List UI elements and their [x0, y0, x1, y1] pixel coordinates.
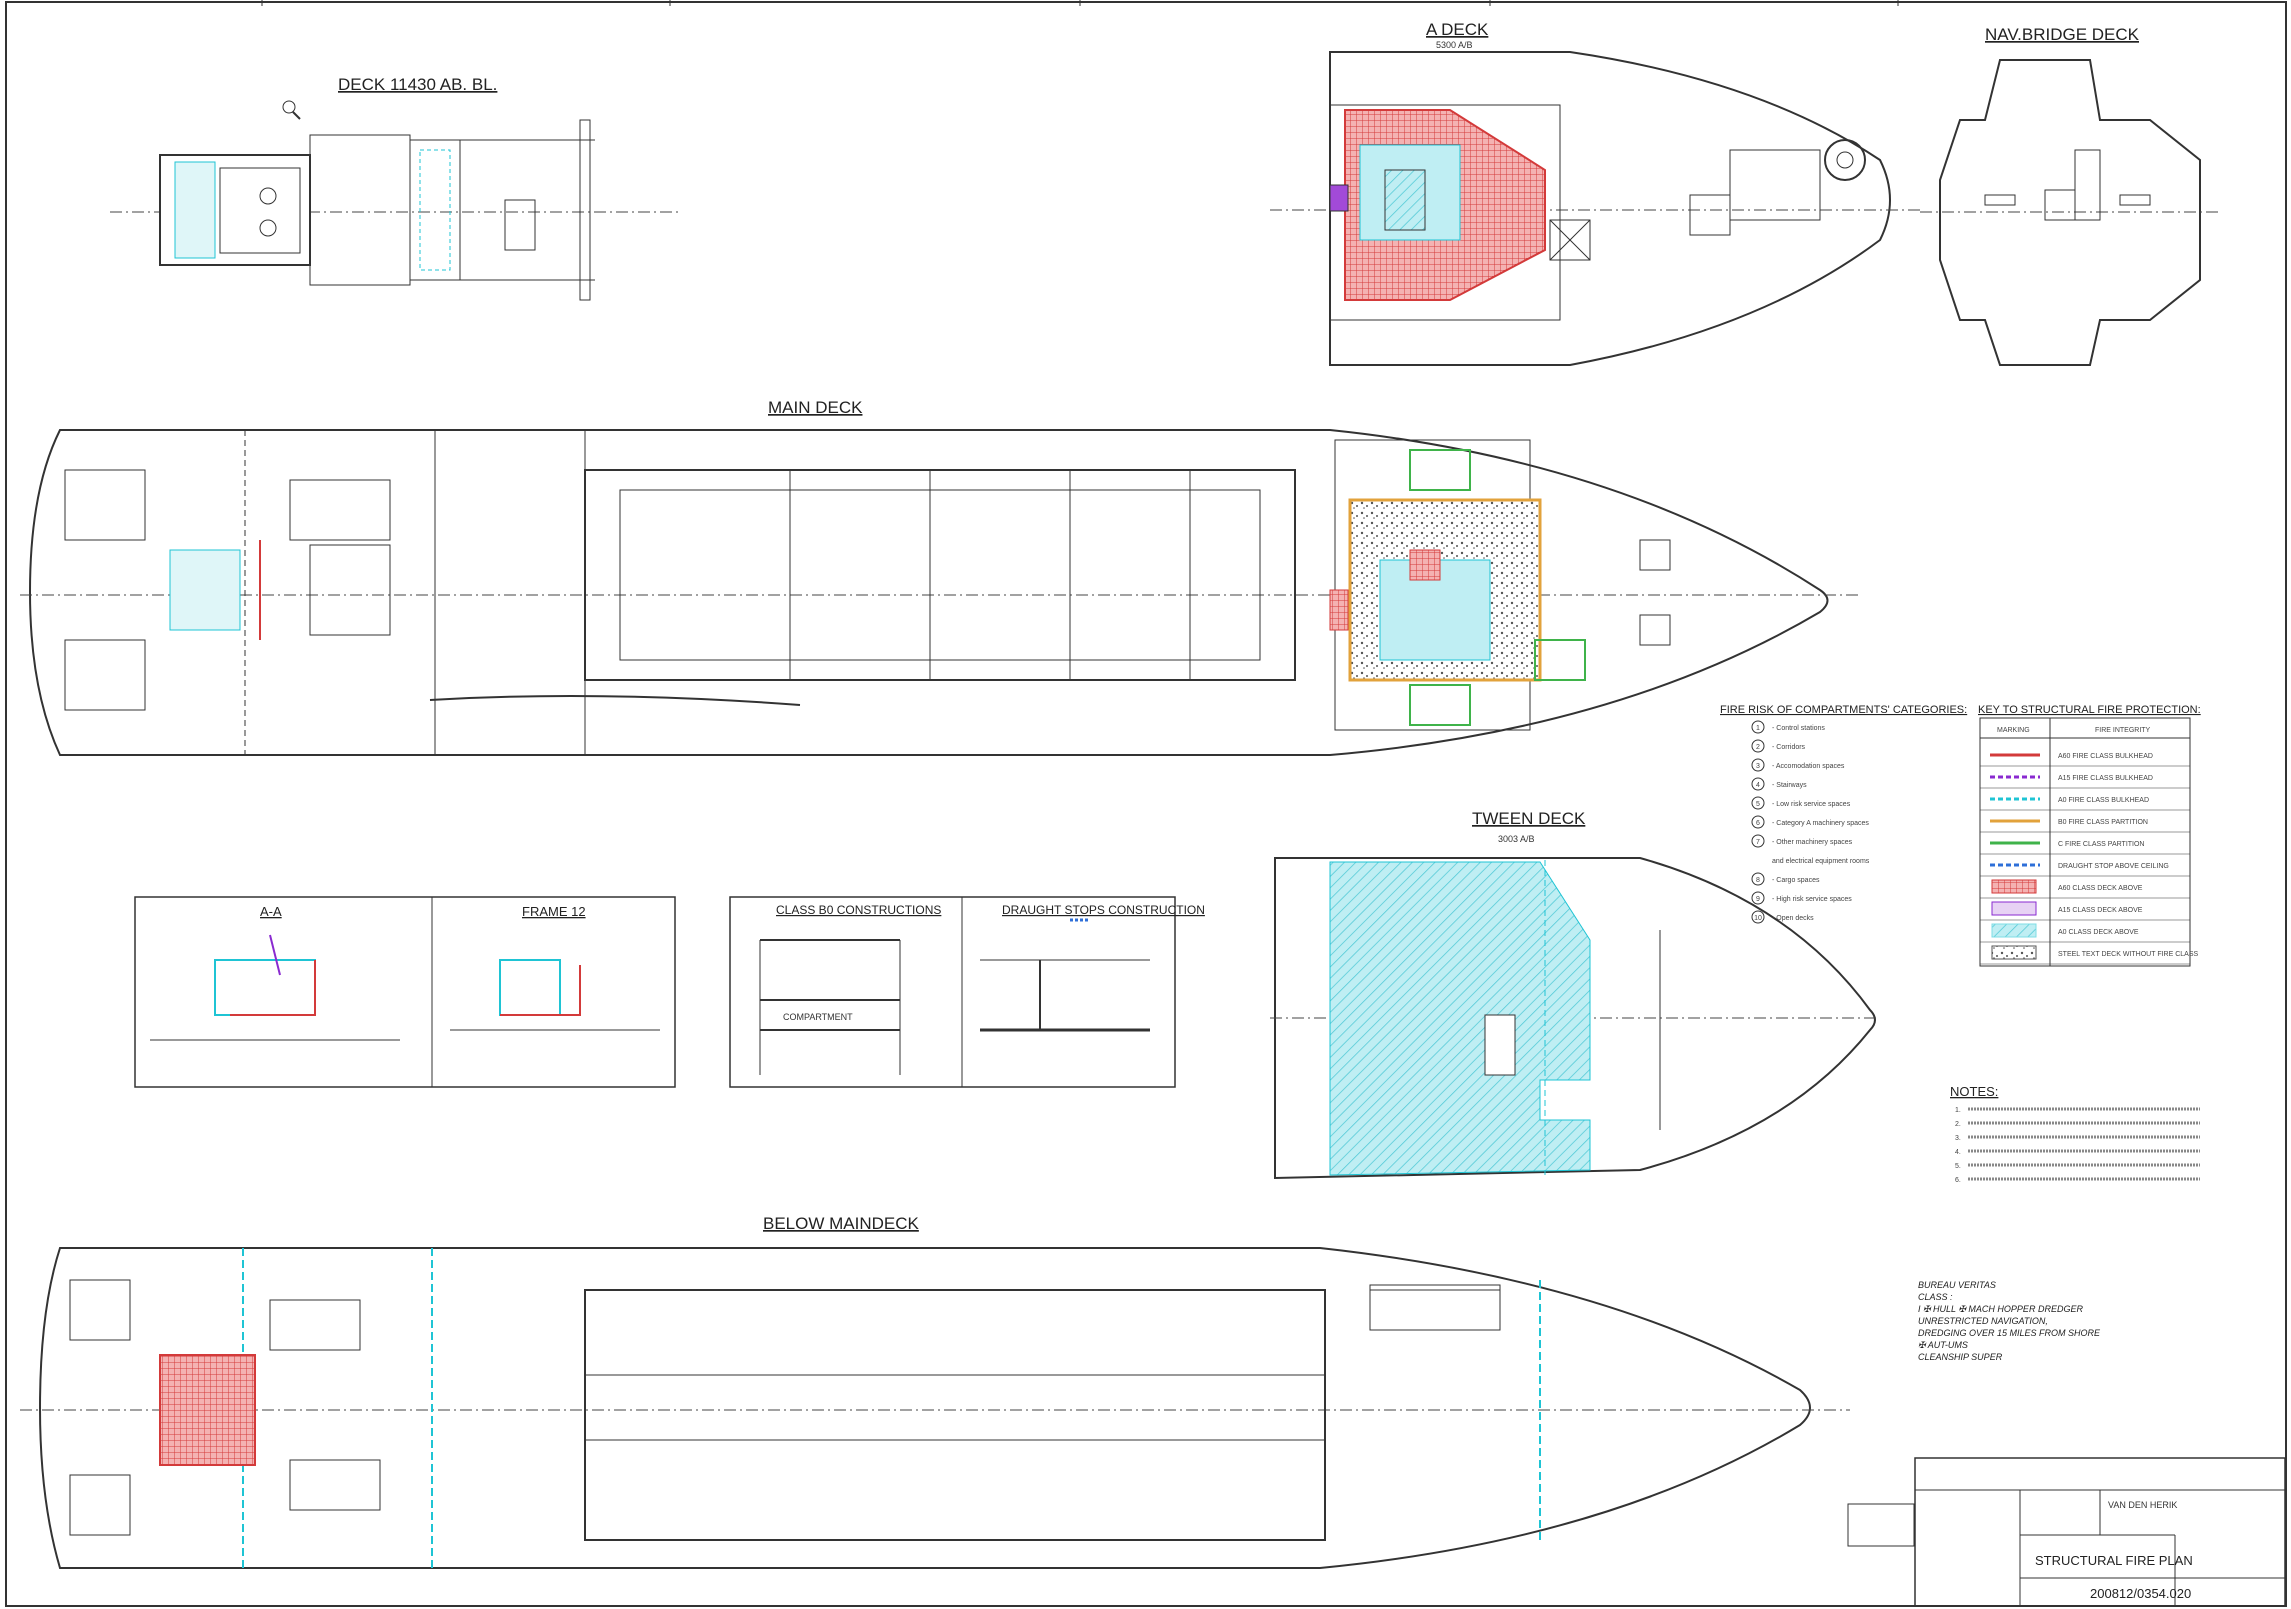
class-line: BUREAU VERITAS	[1918, 1280, 1996, 1290]
view-title-main-deck: MAIN DECK	[768, 398, 863, 417]
risk-number-circle	[1751, 758, 1765, 772]
risk-number: 9	[1756, 896, 1760, 903]
view-title-frame-12: FRAME 12	[522, 904, 586, 919]
note-number: 4.	[1955, 1149, 1961, 1156]
title-block-number: 200812/0354.020	[2090, 1586, 2191, 1601]
key-row-label: A0 CLASS DECK ABOVE	[2058, 929, 2139, 936]
class-line: CLASS :	[1918, 1292, 1953, 1302]
view-sub-a-deck: 5300 A/B	[1436, 40, 1473, 50]
note-number: 5.	[1955, 1163, 1961, 1170]
zoom-icon[interactable]	[282, 100, 296, 114]
risk-number: 7	[1756, 839, 1760, 846]
risk-number-circle	[1751, 777, 1765, 791]
risk-number: 8	[1756, 877, 1760, 884]
risk-number: 2	[1756, 744, 1760, 751]
key-row-label: A60 CLASS DECK ABOVE	[2058, 885, 2143, 892]
view-title-draught-stops: DRAUGHT STOPS CONSTRUCTION	[1002, 903, 1205, 917]
risk-label: - High risk service spaces	[1772, 896, 1852, 903]
key-marking-swatch	[1991, 901, 2037, 916]
notes-block: NOTES: 1. 2. 3. 4. 5. 6.	[1950, 1084, 2200, 1184]
note-number: 2.	[1955, 1121, 1961, 1128]
view-sub-tween-deck: 3003 A/B	[1498, 834, 1535, 844]
risk-number: 1	[1756, 725, 1760, 732]
key-col-integrity: FIRE INTEGRITY	[2095, 727, 2151, 734]
risk-label: - Accomodation spaces	[1772, 763, 1845, 770]
risk-label: - Stairways	[1772, 782, 1807, 789]
title-block-title: STRUCTURAL FIRE PLAN	[2035, 1553, 2193, 1568]
sheet-border	[5, 1, 2287, 1607]
risk-label: - Low risk service spaces	[1772, 801, 1851, 808]
class-line: UNRESTRICTED NAVIGATION,	[1918, 1316, 2048, 1326]
view-title-tween-deck: TWEEN DECK	[1472, 809, 1586, 828]
view-title-a-deck: A DECK	[1426, 20, 1489, 39]
key-row-label: A60 FIRE CLASS BULKHEAD	[2058, 753, 2153, 760]
fire-risk-legend: FIRE RISK OF COMPARTMENTS' CATEGORIES: 1…	[1720, 704, 1967, 924]
key-row-label: STEEL TEXT DECK WITHOUT FIRE CLASS	[2058, 951, 2198, 958]
risk-number: 6	[1756, 820, 1760, 827]
class-line: I ✠ HULL ✠ MACH HOPPER DREDGER	[1918, 1304, 2083, 1314]
note-number: 3.	[1955, 1135, 1961, 1142]
view-main-deck: MAIN DECK	[20, 398, 1860, 756]
classification-block: BUREAU VERITAS CLASS : I ✠ HULL ✠ MACH HOP…	[1918, 1280, 2101, 1362]
risk-number: 3	[1756, 763, 1760, 770]
risk-number-circle	[1751, 739, 1765, 753]
risk-label: - Category A machinery spaces	[1772, 820, 1869, 827]
risk-number-circle	[1751, 891, 1765, 905]
key-marking-swatch	[1991, 923, 2037, 938]
key-row-label: A0 FIRE CLASS BULKHEAD	[2058, 797, 2149, 804]
view-deck-11430: DECK 11430 AB. BL.	[110, 75, 680, 301]
view-title-nav-bridge: NAV.BRIDGE DECK	[1985, 25, 2140, 44]
risk-number-circle	[1751, 720, 1765, 734]
view-details-left: A-A FRAME 12	[134, 896, 676, 1088]
view-details-right: CLASS B0 CONSTRUCTIONS DRAUGHT STOPS CON…	[729, 896, 1205, 1088]
fire-risk-title: FIRE RISK OF COMPARTMENTS' CATEGORIES:	[1720, 704, 1967, 716]
view-title-section-aa: A-A	[260, 904, 282, 919]
label-compartment: COMPARTMENT	[783, 1012, 853, 1022]
risk-number: 10	[1754, 915, 1762, 922]
notes-title: NOTES:	[1950, 1084, 1998, 1099]
key-marking-swatch	[1991, 945, 2037, 960]
note-number: 6.	[1955, 1177, 1961, 1184]
key-row-label: A15 FIRE CLASS BULKHEAD	[2058, 775, 2153, 782]
note-number: 1.	[1955, 1107, 1961, 1114]
risk-number-circle	[1751, 910, 1765, 924]
risk-label: - Control stations	[1772, 725, 1825, 732]
view-title-class-b0: CLASS B0 CONSTRUCTIONS	[776, 903, 941, 917]
view-a-deck: A DECK 5300 A/B	[1270, 20, 1920, 366]
title-block: VAN DEN HERIK STRUCTURAL FIRE PLAN 20081…	[1847, 1457, 2286, 1607]
risk-number-circle	[1751, 834, 1765, 848]
risk-number: 4	[1756, 782, 1760, 789]
view-tween-deck: TWEEN DECK 3003 A/B	[1270, 809, 1880, 1180]
view-title-deck-11430: DECK 11430 AB. BL.	[338, 75, 497, 94]
risk-label: - Other machinery spaces	[1772, 839, 1853, 846]
key-row-label: B0 FIRE CLASS PARTITION	[2058, 819, 2148, 826]
risk-label: - Corridors	[1772, 744, 1806, 751]
class-line: DREDGING OVER 15 MILES FROM SHORE	[1918, 1328, 2101, 1338]
view-title-below-main: BELOW MAINDECK	[763, 1214, 920, 1233]
risk-number: 5	[1756, 801, 1760, 808]
key-row-label: A15 CLASS DECK ABOVE	[2058, 907, 2143, 914]
risk-number-circle	[1751, 796, 1765, 810]
risk-label: - Cargo spaces	[1772, 877, 1820, 884]
key-row-label: C FIRE CLASS PARTITION	[2058, 841, 2144, 848]
key-marking-swatch	[1991, 879, 2037, 894]
view-below-maindeck: BELOW MAINDECK	[20, 1214, 1850, 1569]
risk-number-circle	[1751, 815, 1765, 829]
class-line: ✠ AUT-UMS	[1918, 1340, 1968, 1350]
key-col-marking: MARKING	[1997, 727, 2030, 734]
title-block-company: VAN DEN HERIK	[2108, 1500, 2177, 1510]
risk-label: and electrical equipment rooms	[1772, 858, 1870, 865]
view-nav-bridge: NAV.BRIDGE DECK	[1920, 25, 2220, 366]
risk-number-circle	[1751, 872, 1765, 886]
key-title: KEY TO STRUCTURAL FIRE PROTECTION:	[1978, 704, 2201, 716]
key-row-label: DRAUGHT STOP ABOVE CEILING	[2058, 863, 2169, 870]
key-legend: KEY TO STRUCTURAL FIRE PROTECTION: MARKI…	[1978, 704, 2201, 967]
class-line: CLEANSHIP SUPER	[1918, 1352, 2003, 1362]
risk-label: - Open decks	[1772, 915, 1814, 922]
